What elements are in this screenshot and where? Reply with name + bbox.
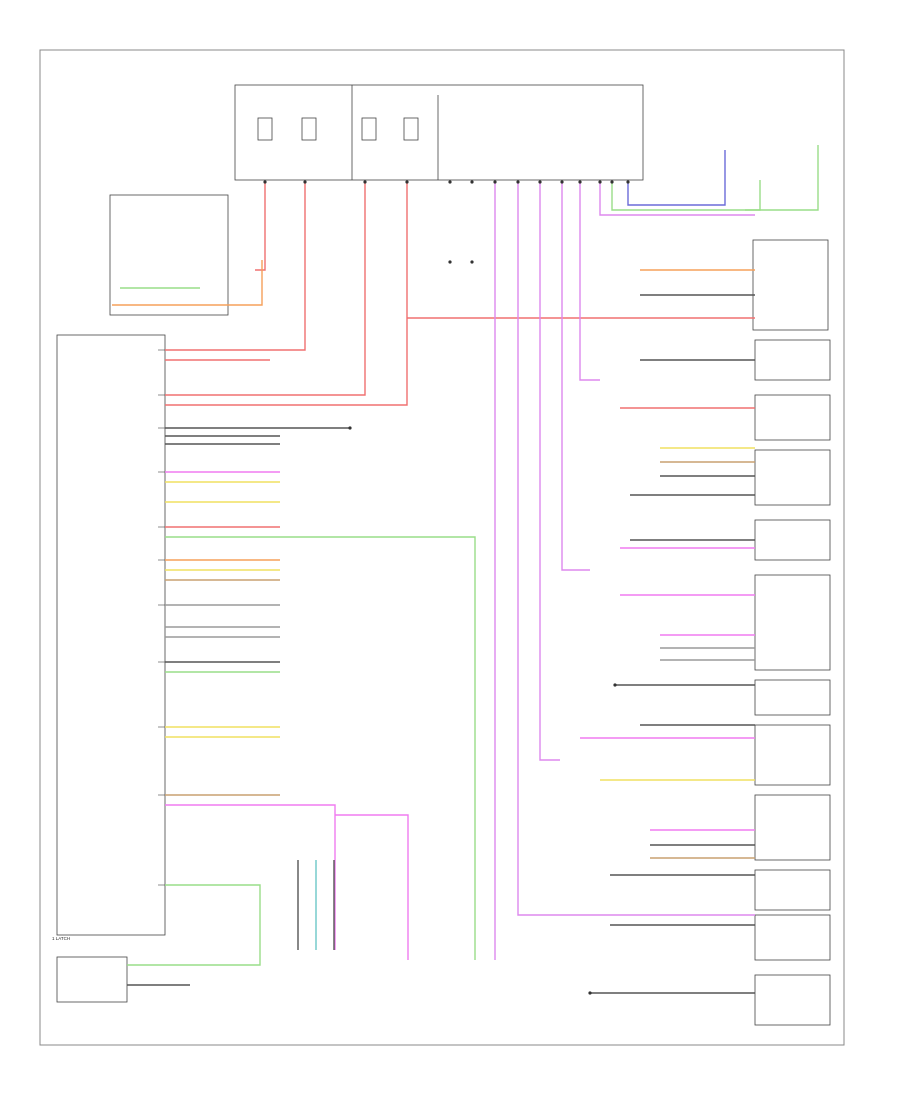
comp-box-11 xyxy=(754,974,831,1026)
terminal xyxy=(470,180,474,184)
terminal xyxy=(516,180,520,184)
terminal xyxy=(610,180,614,184)
wire-green-long xyxy=(165,536,476,960)
comp-box-4 xyxy=(754,519,831,561)
terminal xyxy=(588,991,592,995)
wire-orange-1 xyxy=(112,260,263,306)
wire-violet-4 xyxy=(561,182,590,571)
cluster-pin-ticks xyxy=(158,349,165,886)
terminal xyxy=(448,180,452,184)
comp-box-1 xyxy=(754,339,831,381)
terminal xyxy=(538,180,542,184)
terminal xyxy=(263,180,267,184)
fuse-group xyxy=(257,117,419,141)
central-module-box xyxy=(234,84,644,181)
top-right-module-box xyxy=(752,239,829,331)
terminal xyxy=(560,180,564,184)
instrument-cluster-box xyxy=(56,334,166,936)
wire-violet-3 xyxy=(539,182,560,761)
comp-box-3 xyxy=(754,449,831,506)
wire-red-3 xyxy=(165,182,366,396)
page-frame xyxy=(39,49,845,1046)
wire-blue-1 xyxy=(627,150,726,206)
terminal xyxy=(470,260,474,264)
wire-green-1 xyxy=(611,180,761,211)
comp-box-6 xyxy=(754,679,831,716)
terminal xyxy=(303,180,307,184)
wire-pink-loop xyxy=(165,804,409,960)
comp-box-7 xyxy=(754,724,831,786)
wire-red-4 xyxy=(165,182,408,406)
comp-box-8 xyxy=(754,794,831,861)
lower-left-module-label: 1 LATCH xyxy=(52,936,70,941)
terminal xyxy=(493,180,497,184)
comp-box-10 xyxy=(754,914,831,961)
connector-terminals xyxy=(263,180,630,995)
terminal xyxy=(348,426,352,430)
fuse-3 xyxy=(361,117,377,141)
seat-control-box xyxy=(56,956,128,1003)
terminal xyxy=(626,180,630,184)
wire-red-2 xyxy=(165,182,306,351)
terminal xyxy=(613,683,617,687)
wire-layer xyxy=(112,145,819,994)
terminal xyxy=(598,180,602,184)
right-component-boxes xyxy=(754,339,831,1026)
upper-left-switch-box xyxy=(109,194,229,316)
comp-box-9 xyxy=(754,869,831,911)
fuse-2 xyxy=(301,117,317,141)
terminal xyxy=(578,180,582,184)
wire-red-1 xyxy=(255,182,266,271)
terminal xyxy=(448,260,452,264)
comp-box-2 xyxy=(754,394,831,441)
wire-violet-5 xyxy=(579,182,600,381)
wire-violet-2 xyxy=(517,182,755,916)
fuse-1 xyxy=(257,117,273,141)
wire-green-seat xyxy=(127,884,261,966)
wire-green-2 xyxy=(745,145,819,211)
comp-box-5 xyxy=(754,574,831,671)
terminal xyxy=(363,180,367,184)
wire-violet-6 xyxy=(599,182,755,216)
fuse-4 xyxy=(403,117,419,141)
terminal xyxy=(405,180,409,184)
